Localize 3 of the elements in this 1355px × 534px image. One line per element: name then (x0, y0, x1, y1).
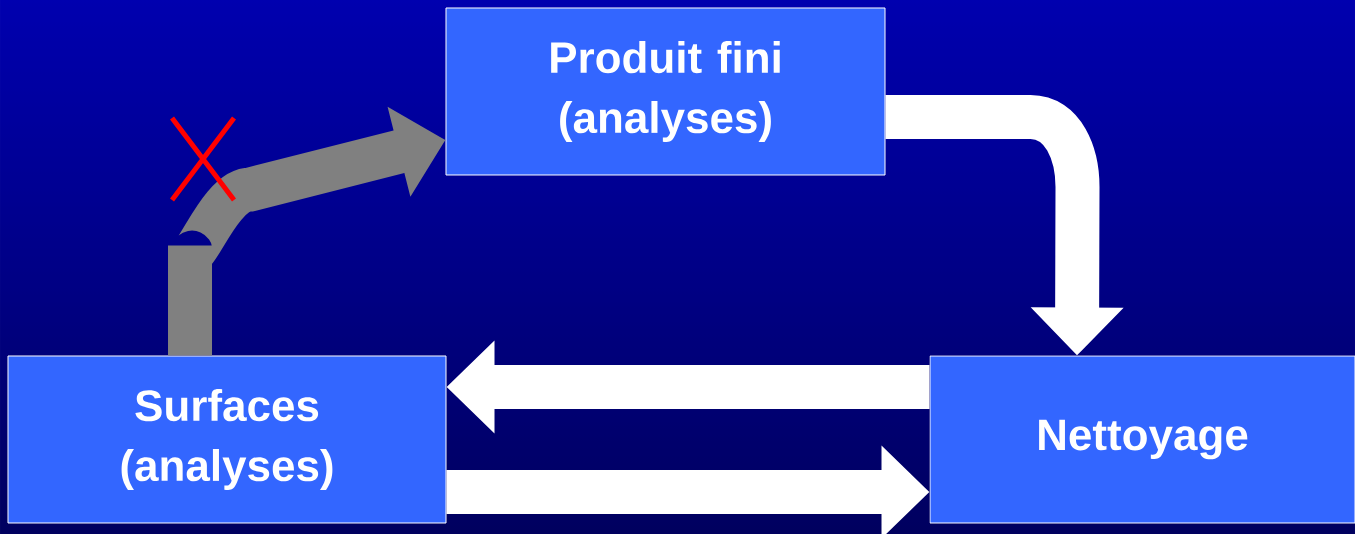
process-box: Nettoyage (929, 355, 1355, 524)
process-box: Produit fini (analyses) (445, 7, 886, 176)
process-box: Surfaces (analyses) (7, 355, 447, 524)
